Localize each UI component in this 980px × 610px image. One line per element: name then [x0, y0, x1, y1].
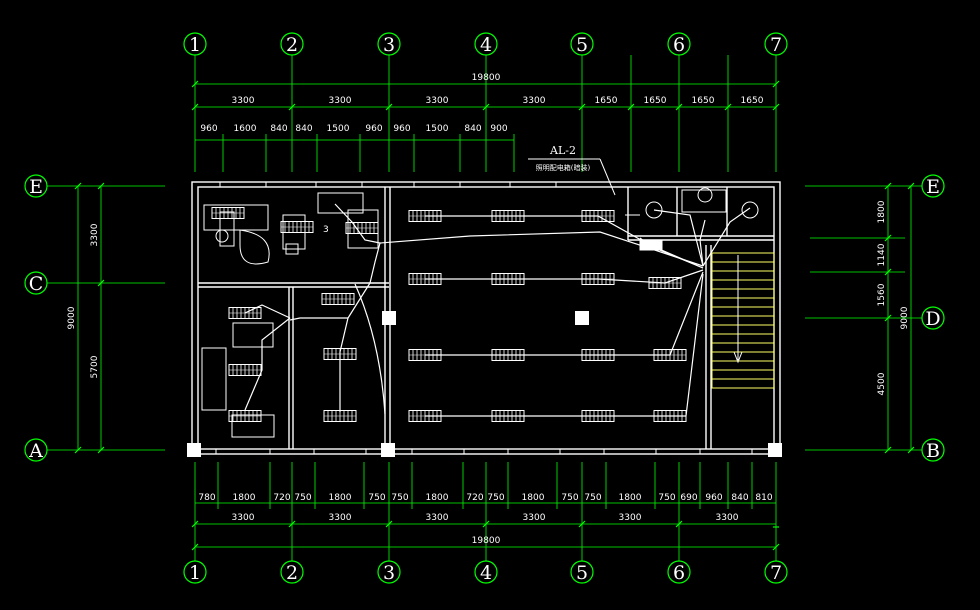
furniture	[201, 192, 379, 438]
axis-label-A-left: A	[28, 440, 43, 462]
top-bay-dim: 1650	[741, 96, 764, 106]
axis-label-E-right: E	[926, 176, 940, 198]
panel-label: AL-2	[549, 144, 576, 157]
right-part-dim: 1800	[877, 200, 887, 223]
axis-label-4: 4	[480, 34, 492, 56]
bottom-segment-dim: 1800	[619, 493, 642, 503]
top-segment-dim: 960	[365, 124, 382, 134]
grid-lines	[47, 55, 922, 561]
axis-label-4-bottom: 4	[480, 562, 492, 584]
bottom-bay-dim: 3300	[329, 513, 352, 523]
fluorescent-light-fixture	[228, 364, 262, 376]
top-bay-dim: 3300	[523, 96, 546, 106]
axis-label-5-bottom: 5	[576, 562, 588, 584]
axis-label-5: 5	[576, 34, 588, 56]
bottom-segment-dim: 1800	[233, 493, 256, 503]
bottom-segment-dim: 810	[755, 493, 772, 503]
bottom-bay-dim: 3300	[426, 513, 449, 523]
right-part-dim: 1560	[877, 283, 887, 306]
top-segment-dim: 840	[295, 124, 312, 134]
axis-label-E-left: E	[29, 176, 43, 198]
bottom-segment-dim: 1800	[426, 493, 449, 503]
axis-label-6: 6	[673, 34, 685, 56]
panel-callout: AL-2 照明配电箱(暗装)	[528, 144, 616, 196]
outer-wall-outer	[191, 181, 781, 455]
top-bay-dim: 3300	[232, 96, 255, 106]
right-part-dim: 1140	[877, 243, 887, 266]
axis-label-7: 7	[770, 34, 782, 56]
bottom-bay-dim: 3300	[716, 513, 739, 523]
axis-label-3: 3	[383, 34, 395, 56]
axis-label-2-bottom: 2	[286, 562, 298, 584]
left-part-dim: 5700	[90, 355, 100, 378]
bottom-total-dim: 19800	[472, 536, 501, 546]
bottom-segment-dim: 840	[731, 493, 748, 503]
bottom-bay-dim: 3300	[523, 513, 546, 523]
stair	[711, 252, 775, 389]
right-total-dim: 9000	[900, 306, 910, 329]
bottom-segment-dim: 750	[294, 493, 311, 503]
panel-sublabel: 照明配电箱(暗装)	[536, 163, 591, 172]
top-segment-dim: 960	[200, 124, 217, 134]
bottom-segment-dim: 1800	[522, 493, 545, 503]
top-bay-dim: 1650	[692, 96, 715, 106]
left-part-dim: 3300	[90, 223, 100, 246]
fixture-count-label: 3	[323, 225, 329, 235]
top-segment-dim: 900	[490, 124, 507, 134]
bottom-segment-dim: 960	[705, 493, 722, 503]
bottom-segment-dim: 780	[198, 493, 215, 503]
axis-label-C-left: C	[29, 273, 44, 295]
bottom-segment-dim: 750	[584, 493, 601, 503]
top-segment-dim: 1500	[426, 124, 449, 134]
dimension-ticks	[74, 80, 915, 551]
axis-label-B-right: B	[926, 440, 940, 462]
bottom-segment-dim: 750	[658, 493, 675, 503]
bottom-bay-dim: 3300	[619, 513, 642, 523]
top-bay-dim: 3300	[329, 96, 352, 106]
fluorescent-light-fixture	[211, 207, 245, 219]
top-bay-dim: 1650	[595, 96, 618, 106]
axis-label-2: 2	[286, 34, 298, 56]
bottom-segment-dim: 690	[680, 493, 697, 503]
fluorescent-light-fixture	[228, 410, 262, 422]
bottom-segment-dim: 750	[391, 493, 408, 503]
axis-label-1-bottom: 1	[189, 562, 201, 584]
bottom-segment-dim: 750	[487, 493, 504, 503]
bottom-segment-dim: 720	[273, 493, 290, 503]
axis-label-7-bottom: 7	[770, 562, 782, 584]
stair-arrow	[733, 255, 743, 364]
restroom-fixtures	[625, 187, 759, 251]
top-segment-dim: 840	[270, 124, 287, 134]
left-total-dim: 9000	[67, 306, 77, 329]
fluorescent-light-fixture	[345, 222, 379, 234]
axis-label-D-right: D	[925, 308, 940, 330]
fluorescent-light-fixture	[323, 410, 357, 422]
bottom-segment-dim: 750	[561, 493, 578, 503]
axis-label-6-bottom: 6	[673, 562, 685, 584]
top-segment-dim: 840	[464, 124, 481, 134]
axis-label-3-bottom: 3	[383, 562, 395, 584]
bottom-segment-dim: 750	[368, 493, 385, 503]
top-total-dim: 19800	[472, 73, 501, 83]
top-bay-dim: 1650	[644, 96, 667, 106]
fluorescent-light-fixture	[321, 293, 355, 305]
right-part-dim: 4500	[877, 372, 887, 395]
columns	[187, 311, 782, 457]
top-bay-dim: 3300	[426, 96, 449, 106]
bottom-segment-dim: 1800	[329, 493, 352, 503]
axis-label-1: 1	[189, 34, 201, 56]
bottom-bay-dim: 3300	[232, 513, 255, 523]
top-segment-dim: 960	[393, 124, 410, 134]
windows	[215, 181, 753, 455]
top-segment-dim: 1600	[234, 124, 257, 134]
bottom-segment-dim: 720	[466, 493, 483, 503]
fluorescent-light-fixture	[280, 221, 314, 233]
top-segment-dim: 1500	[327, 124, 350, 134]
